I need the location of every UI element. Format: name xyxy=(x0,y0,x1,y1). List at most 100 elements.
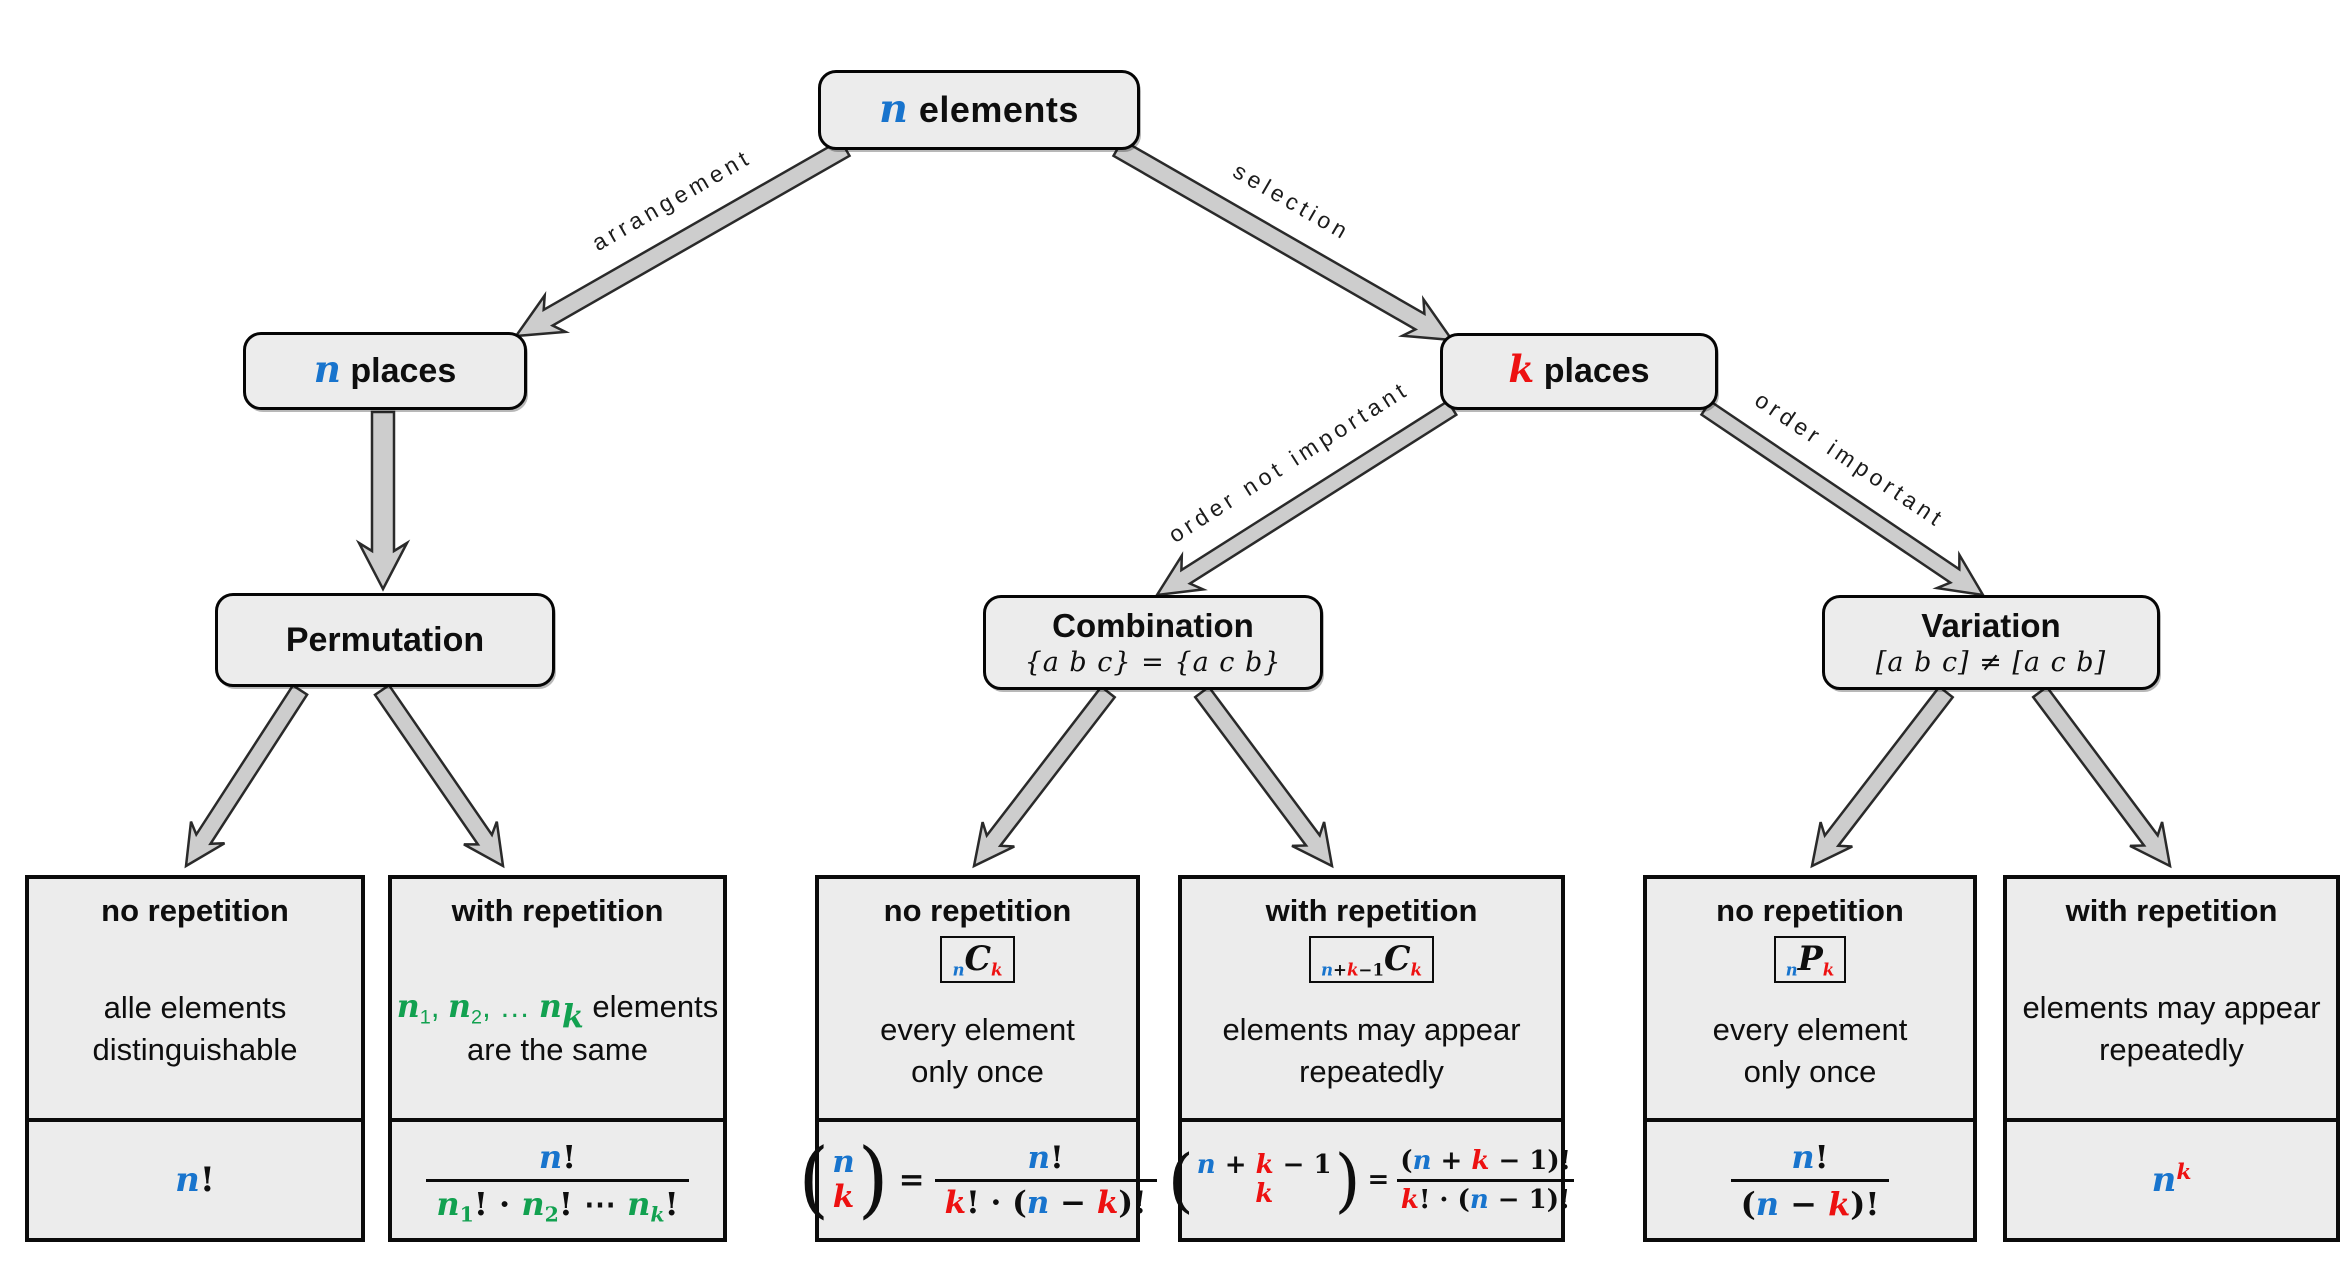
math-token: 1 xyxy=(419,1006,431,1029)
math-token: n xyxy=(952,959,965,980)
fraction-denominator: k! · (n − k)! xyxy=(934,1178,1157,1221)
math-token: )! xyxy=(1118,1184,1147,1221)
leaf-combination-no-repetition: no repetition nCk every element only onc… xyxy=(798,875,1157,1242)
formula-fraction: n! k! · (n − k)! xyxy=(934,1139,1157,1221)
math-token: − 1)! xyxy=(1489,1145,1572,1176)
arrow-permutation-to-with-rep xyxy=(373,683,505,869)
math-token: n xyxy=(1196,1149,1216,1180)
arrow-combination-to-no-rep xyxy=(972,685,1117,869)
desc-line: elements may appear xyxy=(2022,987,2320,1029)
arrow-variation-to-no-rep xyxy=(1810,685,1955,869)
math-token: n xyxy=(448,988,472,1026)
binomial-bottom: k xyxy=(833,1180,854,1215)
math-token: n xyxy=(1027,1139,1051,1176)
node-permutation: Permutation xyxy=(215,593,555,687)
symbol-nCk-badge: nCk xyxy=(940,936,1015,983)
leaf-body: no repetition nCk every element only onc… xyxy=(819,879,1136,1118)
leaf-heading: no repetition xyxy=(101,893,289,928)
math-token: n xyxy=(396,988,420,1026)
leaf-description: alle elements distinguishable xyxy=(92,929,297,1118)
leaf-heading: with repetition xyxy=(1265,893,1478,928)
right-paren: ) xyxy=(857,1131,889,1228)
math-token: 1 xyxy=(459,1202,474,1227)
math-token: elements may appear xyxy=(2022,989,2321,1025)
binomial-column: n + k − 1 k xyxy=(1194,1149,1335,1209)
math-token: k xyxy=(1255,1149,1274,1180)
desc-line: repeatedly xyxy=(1299,1051,1444,1093)
leaf-body: no repetition alle elements distinguisha… xyxy=(29,879,361,1118)
math-token: ! xyxy=(664,1184,679,1223)
math-token: 2 xyxy=(544,1202,559,1227)
formula-multinomial: n! n1! · n2! ⋯ nk! xyxy=(426,1138,689,1227)
math-token: −1 xyxy=(1358,959,1385,980)
symbol-nPk-badge: nPk xyxy=(1773,936,1847,983)
math-token: k xyxy=(944,1184,967,1221)
node-permutation-title: Permutation xyxy=(285,620,485,659)
leaf-body: with repetition n1, n2, … nk elements ar… xyxy=(392,879,723,1118)
math-token: k xyxy=(1508,347,1535,391)
arrow-permutation-to-no-rep xyxy=(184,683,309,869)
leaf-formula: n! (n − k)! xyxy=(1647,1118,1973,1238)
math-token: n xyxy=(1320,959,1334,980)
math-token: n xyxy=(436,1184,460,1223)
leaf-body: with repetition elements may appear repe… xyxy=(2007,879,2336,1118)
leaf-description: every element only once xyxy=(1713,983,1908,1118)
desc-line: every element xyxy=(880,1009,1075,1051)
math-token: + xyxy=(1431,1145,1472,1176)
leaf-formula: ( n k ) = n! k! · (n − k)! xyxy=(798,1118,1157,1238)
math-token: distinguishable xyxy=(92,1031,298,1067)
binomial-n-choose-k: ( n k ) xyxy=(798,1131,889,1228)
leaf-formula: nk xyxy=(2007,1118,2336,1238)
math-token: 2 xyxy=(471,1006,483,1029)
math-token: ! · ( xyxy=(1418,1184,1470,1215)
leaf-heading: no repetition xyxy=(1716,893,1904,928)
math-token: ! ⋯ xyxy=(558,1184,628,1223)
desc-line: alle elements xyxy=(104,987,287,1029)
leaf-description: every element only once xyxy=(880,983,1075,1118)
fraction-denominator: n1! · n2! ⋯ nk! xyxy=(426,1178,689,1227)
math-token: n xyxy=(175,1160,200,1200)
math-token: − xyxy=(1049,1184,1097,1221)
node-n-places-title: n places xyxy=(314,350,457,391)
math-token: places xyxy=(340,351,457,390)
math-token: n xyxy=(1755,1184,1779,1223)
formula-n-factorial: n! xyxy=(175,1160,215,1200)
leaf-description: elements may appear repeatedly xyxy=(2022,929,2320,1118)
math-token: n xyxy=(1412,1145,1432,1176)
math-token: ! xyxy=(562,1137,577,1176)
math-token: n xyxy=(627,1184,651,1223)
math-token: alle elements xyxy=(103,989,287,1025)
fraction-numerator: n! xyxy=(529,1138,586,1179)
math-token: ! · xyxy=(473,1184,522,1223)
math-token: elements xyxy=(908,89,1079,130)
math-token: )! xyxy=(1850,1184,1880,1223)
math-token: k xyxy=(1255,1179,1274,1209)
math-token: k xyxy=(991,959,1003,980)
fraction-denominator: k! · (n − 1)! xyxy=(1396,1178,1575,1215)
node-k-places: k places xyxy=(1440,333,1718,410)
math-token: ! xyxy=(1814,1137,1829,1176)
math-token: − 1 xyxy=(1273,1149,1332,1180)
math-token: C xyxy=(964,939,992,978)
node-variation-title: Variation xyxy=(1921,607,2061,644)
desc-line: are the same xyxy=(467,1029,648,1071)
leaf-body: with repetition n+k−1Ck elements may app… xyxy=(1182,879,1561,1118)
math-token: , … xyxy=(482,989,539,1025)
math-token: k xyxy=(1346,959,1359,980)
fraction-numerator: n! xyxy=(1781,1138,1838,1179)
arrow-k-places-to-variation xyxy=(1699,399,1986,597)
formula-fraction: n! (n − k)! xyxy=(1730,1138,1890,1223)
formula-n-power-k: nk xyxy=(2152,1160,2192,1200)
leaf-combination-with-repetition: with repetition n+k−1Ck elements may app… xyxy=(1168,875,1575,1242)
math-token: n xyxy=(879,86,909,132)
leaf-formula: n! xyxy=(29,1118,361,1238)
binomial-top: n xyxy=(832,1145,855,1180)
math-token: n xyxy=(832,1144,855,1181)
leaf-variation-with-repetition: with repetition elements may appear repe… xyxy=(2003,875,2340,1242)
math-token: k xyxy=(2176,1160,2192,1186)
right-paren: ) xyxy=(1334,1138,1361,1221)
desc-line: every element xyxy=(1713,1009,1908,1051)
math-token: repeatedly xyxy=(2099,1031,2244,1067)
fraction-denominator: (n − k)! xyxy=(1730,1178,1890,1223)
